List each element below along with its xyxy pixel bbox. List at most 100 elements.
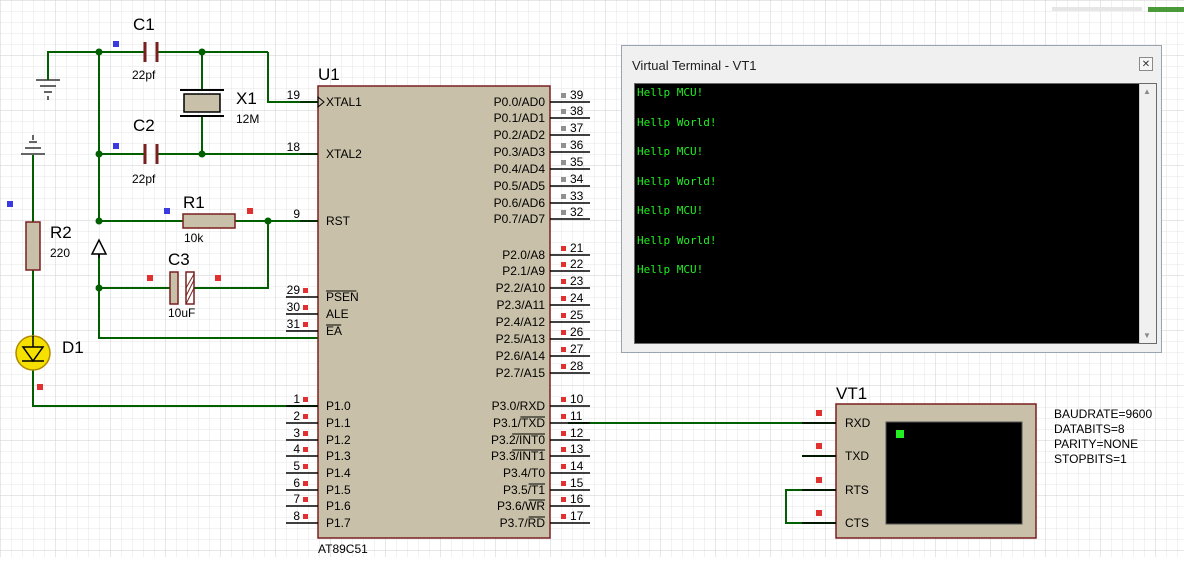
ground-symbol-top: [36, 79, 60, 100]
crystal-x1[interactable]: X1 12M: [180, 89, 259, 126]
mcu-pin-number: 23: [570, 274, 584, 288]
mcu-pin-label: P1.2: [326, 433, 351, 447]
close-icon[interactable]: ✕: [1139, 57, 1153, 71]
mcu-pin-number: 32: [570, 205, 584, 219]
mcu-pin-number: 24: [570, 291, 584, 305]
scroll-down-icon[interactable]: ▼: [1143, 331, 1151, 340]
resistor-r2[interactable]: R2 220: [7, 201, 72, 271]
capacitor-c3[interactable]: C3 10uF: [147, 250, 221, 320]
vt1-pins: RXD TXD RTS CTS: [802, 410, 871, 530]
mcu-pin-label: XTAL1: [326, 95, 362, 109]
mcu-pin-label: P3.0/RXD: [492, 399, 546, 413]
vt1-pin-rxd[interactable]: RXD: [802, 410, 871, 430]
window-corner-decoration: [1052, 0, 1184, 12]
mcu-pin-label: RST: [326, 214, 351, 228]
resistor-r1[interactable]: R1 10k: [164, 193, 253, 245]
virtual-terminal-window[interactable]: Virtual Terminal - VT1 ✕ Hellp MCU!Hellp…: [621, 45, 1162, 353]
mcu-pin-label: P1.6: [326, 499, 351, 513]
mcu-pin-number: 6: [293, 476, 300, 490]
mcu-pin-label: ALE: [326, 307, 349, 321]
mcu-pin-number: 28: [570, 359, 584, 373]
mcu-pin-number: 34: [570, 172, 584, 186]
terminal-screen[interactable]: Hellp MCU!Hellp World!Hellp MCU!Hellp Wo…: [634, 83, 1157, 344]
mcu-pin-label: P3.5/T1: [503, 483, 545, 497]
mcu-pin-label: P0.4/AD4: [494, 162, 546, 176]
mcu-pin-label: XTAL2: [326, 147, 362, 161]
vt1-setting: STOPBITS=1: [1054, 452, 1127, 466]
capacitor-c1[interactable]: C1 22pf: [113, 15, 159, 82]
scroll-up-icon[interactable]: ▲: [1143, 87, 1151, 96]
mcu-pin-number: 2: [293, 409, 300, 423]
mcu-pin-label: P1.5: [326, 483, 351, 497]
c3-value: 10uF: [168, 306, 195, 320]
mcu-pin-number: 13: [570, 442, 584, 456]
mcu-pin-number: 33: [570, 189, 584, 203]
mcu-pin-number: 37: [570, 121, 584, 135]
mcu-pin-label: P1.0: [326, 399, 351, 413]
mcu-pin-number: 38: [570, 104, 584, 118]
terminal-line: Hellp World!: [637, 174, 717, 188]
mcu-pin-label: P2.6/A14: [496, 349, 546, 363]
vt1-pin-txd[interactable]: TXD: [802, 443, 869, 463]
mcu-pin-label: P0.5/AD5: [494, 179, 546, 193]
c3-ref: C3: [168, 250, 190, 269]
terminal-output: Hellp MCU!Hellp World!Hellp MCU!Hellp Wo…: [637, 86, 716, 293]
vt1-cursor: [896, 430, 904, 438]
vt1-ref: VT1: [836, 384, 867, 403]
vt1-pin-label: TXD: [845, 449, 869, 463]
terminal-line: Hellp MCU!: [637, 145, 704, 158]
virtual-terminal-vt1[interactable]: VT1 RXD TXD RTS CTS: [802, 384, 1037, 539]
terminal-scrollbar[interactable]: ▲ ▼: [1139, 84, 1156, 343]
mcu-pin-label: P1.7: [326, 516, 351, 530]
r1-value: 10k: [184, 231, 204, 245]
capacitor-c2[interactable]: C2 22pf: [113, 116, 159, 186]
vt1-pin-rts[interactable]: RTS: [802, 477, 869, 497]
mcu-pin-number: 12: [570, 426, 584, 440]
mcu-pin-label: P0.3/AD3: [494, 145, 546, 159]
mcu-pin-label: P2.2/A10: [496, 281, 546, 295]
mcu-pin-number: 22: [570, 257, 584, 271]
led-d1[interactable]: D1: [15, 335, 84, 390]
vt1-pin-cts[interactable]: CTS: [802, 510, 869, 530]
